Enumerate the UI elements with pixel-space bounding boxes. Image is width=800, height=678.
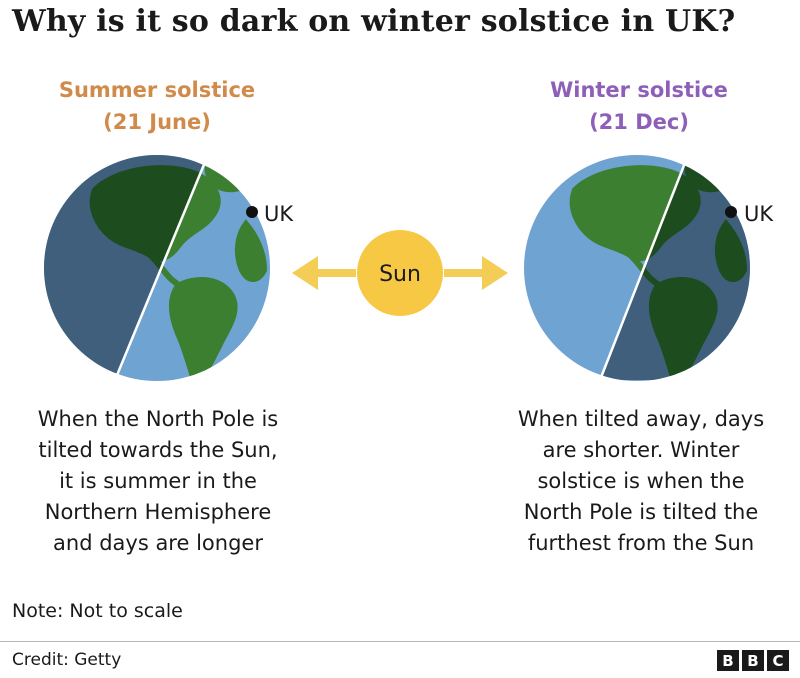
summer-earth: [44, 150, 270, 381]
bbc-logo-block: B: [717, 650, 739, 671]
sun-label: Sun: [379, 262, 421, 287]
winter-earth: [524, 150, 750, 381]
summer-solstice-heading: Summer solstice (21 June): [27, 74, 287, 138]
right-arrow: [444, 256, 508, 290]
summer-heading-text: Summer solstice: [58, 78, 256, 102]
summer-description-line: and days are longer: [53, 531, 263, 555]
bbc-logo-block: B: [742, 650, 764, 671]
bbc-logo: B B C: [717, 650, 789, 671]
summer-description-line: it is summer in the: [59, 469, 257, 493]
bbc-logo-block: C: [767, 650, 789, 671]
winter-description: When tilted away, days are shorter. Wint…: [491, 404, 791, 559]
winter-description-line: furthest from the Sun: [527, 531, 755, 555]
winter-uk-marker-dot: [725, 206, 737, 218]
summer-date-text: (21 June): [103, 110, 211, 134]
summer-terminator-line: [113, 150, 212, 381]
winter-description-line: solstice is when the: [537, 469, 745, 493]
summer-uk-label: UK: [264, 202, 294, 226]
left-arrow: [292, 256, 356, 290]
winter-description-line: are shorter. Winter: [542, 438, 740, 462]
summer-uk-marker-dot: [246, 206, 258, 218]
infographic-title: Why is it so dark on winter solstice in …: [12, 4, 736, 39]
winter-description-line: When tilted away, days: [517, 407, 765, 431]
summer-description-line: When the North Pole is: [37, 407, 279, 431]
solstice-diagram: UK UK Sun: [44, 150, 774, 381]
footer-divider: [0, 641, 800, 642]
summer-description-line: tilted towards the Sun,: [38, 438, 278, 462]
winter-heading-text: Winter solstice: [550, 78, 728, 102]
winter-terminator-line: [598, 150, 692, 381]
scale-note: Note: Not to scale: [12, 600, 183, 622]
winter-solstice-heading: Winter solstice (21 Dec): [509, 74, 769, 138]
sun-circle: [357, 230, 443, 316]
image-credit: Credit: Getty: [12, 650, 122, 670]
summer-description: When the North Pole is tilted towards th…: [8, 404, 308, 559]
winter-date-text: (21 Dec): [589, 110, 689, 134]
summer-description-line: Northern Hemisphere: [44, 500, 272, 524]
winter-uk-label: UK: [744, 202, 774, 226]
winter-description-line: North Pole is tilted the: [523, 500, 759, 524]
